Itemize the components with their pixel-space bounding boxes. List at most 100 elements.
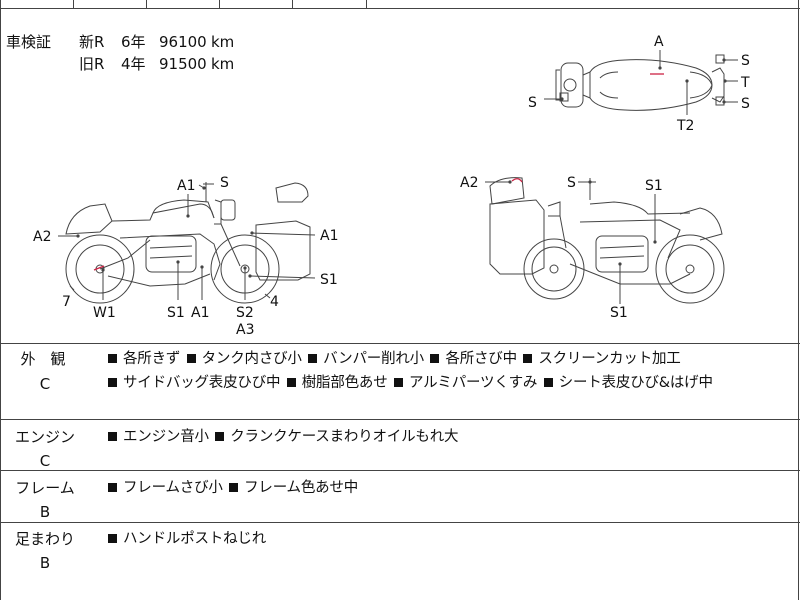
label-s: S — [528, 95, 537, 111]
damage-diagram: A S T2 S T S A1 S A2 A1 S1 7 W1 S1 A1 S2… — [33, 34, 750, 338]
bullet-square-icon — [108, 378, 117, 387]
header-cell — [146, 0, 220, 8]
bullet-square-icon — [430, 354, 440, 363]
condition-item-text: 各所さび中 — [445, 351, 517, 367]
condition-item: シート表皮ひび&はげ中 — [542, 375, 713, 391]
header-cell — [292, 0, 367, 8]
bullet-square-icon — [108, 354, 117, 363]
bullet-square-icon — [108, 483, 117, 492]
inspection-type: 旧R — [79, 55, 105, 73]
label-s1: S1 — [645, 178, 663, 194]
condition-item: 樹脂部色あせ — [285, 375, 388, 391]
section-name-frame: フレーム — [15, 479, 75, 497]
section-name-engine: エンジン — [14, 428, 75, 446]
label-a1: A1 — [191, 305, 209, 321]
label-a: A — [654, 34, 664, 50]
damage-mark — [93, 265, 105, 271]
divider — [0, 522, 800, 523]
label-a2: A2 — [460, 175, 478, 191]
inspection-unit: km — [211, 55, 235, 73]
label-t2: T2 — [676, 118, 694, 134]
bullet-square-icon — [215, 432, 225, 441]
inspection-label: 車検証 — [6, 33, 52, 51]
label-s: S — [741, 53, 750, 69]
top-view-motorcycle — [555, 54, 725, 111]
callout-line — [251, 232, 316, 236]
section-grade-engine: C — [39, 452, 51, 470]
condition-item-text: クランクケースまわりオイルもれ大 — [230, 429, 459, 445]
condition-item: タンク内さび小 — [185, 351, 302, 367]
condition-item: 各所さび中 — [428, 351, 517, 367]
condition-item-text: エンジン音小 — [123, 429, 209, 445]
label-s1: S1 — [610, 305, 628, 321]
bullet-square-icon — [523, 354, 533, 363]
bullet-square-icon — [108, 534, 117, 543]
label-four: 4 — [270, 294, 279, 310]
condition-item-text: 各所きず — [123, 351, 181, 367]
condition-item: サイドバッグ表皮ひび中 — [106, 375, 281, 391]
label-s: S — [567, 175, 576, 191]
section-items-exterior: 各所きず タンク内さび小 バンパー削れ小 各所さび中 スクリーンカット加工 サイ… — [106, 347, 790, 395]
bullet-square-icon — [229, 483, 239, 492]
condition-item-text: 樹脂部色あせ — [301, 375, 388, 391]
condition-item-text: フレーム色あせ中 — [244, 480, 359, 496]
label-seven: 7 — [62, 294, 71, 310]
bullet-square-icon — [543, 378, 553, 387]
condition-item-text: サイドバッグ表皮ひび中 — [123, 375, 281, 391]
divider — [0, 8, 800, 9]
header-cell — [73, 0, 147, 8]
label-t: T — [740, 75, 750, 91]
inspection-year: 6年 — [121, 33, 146, 51]
condition-item-text: フレームさび小 — [123, 480, 223, 496]
inspection-type: 新R — [79, 33, 105, 51]
bullet-square-icon — [308, 354, 318, 363]
section-grade-exterior: C — [39, 375, 51, 393]
section-name-suspension: 足まわり — [14, 530, 75, 548]
condition-item: フレーム色あせ中 — [227, 480, 358, 496]
section-grade-frame: B — [39, 503, 51, 521]
section-items-engine: エンジン音小 クランクケースまわりオイルもれ大 — [106, 425, 790, 449]
left-view-motorcycle — [65, 182, 311, 304]
divider — [0, 470, 800, 471]
callout-line — [264, 293, 271, 299]
section-items-suspension: ハンドルポストねじれ — [106, 527, 790, 551]
condition-item-text: バンパー削れ小 — [323, 351, 424, 367]
bullet-square-icon — [108, 432, 117, 441]
header-cell — [0, 0, 74, 8]
label-s1: S1 — [320, 272, 338, 288]
label-s1: S1 — [167, 305, 185, 321]
damage-mark — [511, 178, 523, 183]
label-a3: A3 — [236, 322, 254, 338]
bullet-square-icon — [186, 354, 196, 363]
section-grade-suspension: B — [39, 554, 51, 572]
label-a1: A1 — [177, 178, 195, 194]
condition-item: エンジン音小 — [106, 429, 209, 445]
inspection-unit: km — [211, 33, 235, 51]
condition-item-text: ハンドルポストねじれ — [123, 531, 266, 547]
condition-item: バンパー削れ小 — [306, 351, 424, 367]
label-a1: A1 — [320, 228, 338, 244]
condition-item-text: タンク内さび小 — [201, 351, 302, 367]
condition-item: ハンドルポストねじれ — [106, 531, 266, 547]
inspection-year: 4年 — [121, 55, 146, 73]
bullet-square-icon — [393, 378, 403, 387]
divider — [0, 419, 800, 420]
right-view-motorcycle — [489, 177, 725, 304]
header-cell — [219, 0, 293, 8]
condition-item: フレームさび小 — [106, 480, 223, 496]
divider — [0, 343, 800, 344]
condition-item: スクリーンカット加工 — [521, 351, 681, 367]
label-s: S — [741, 96, 750, 112]
header-strip — [0, 0, 800, 8]
section-name-exterior: 外 観 — [20, 350, 66, 368]
condition-item: アルミパーツくすみ — [392, 375, 537, 391]
label-s: S — [220, 175, 229, 191]
condition-item-text: シート表皮ひび&はげ中 — [558, 375, 713, 391]
inspection-mileage: 96100 — [159, 33, 207, 51]
condition-item-text: スクリーンカット加工 — [538, 351, 681, 367]
condition-item-text: アルミパーツくすみ — [408, 375, 538, 391]
bullet-square-icon — [286, 378, 296, 387]
callout-line — [69, 285, 75, 291]
section-items-frame: フレームさび小 フレーム色あせ中 — [106, 476, 790, 500]
